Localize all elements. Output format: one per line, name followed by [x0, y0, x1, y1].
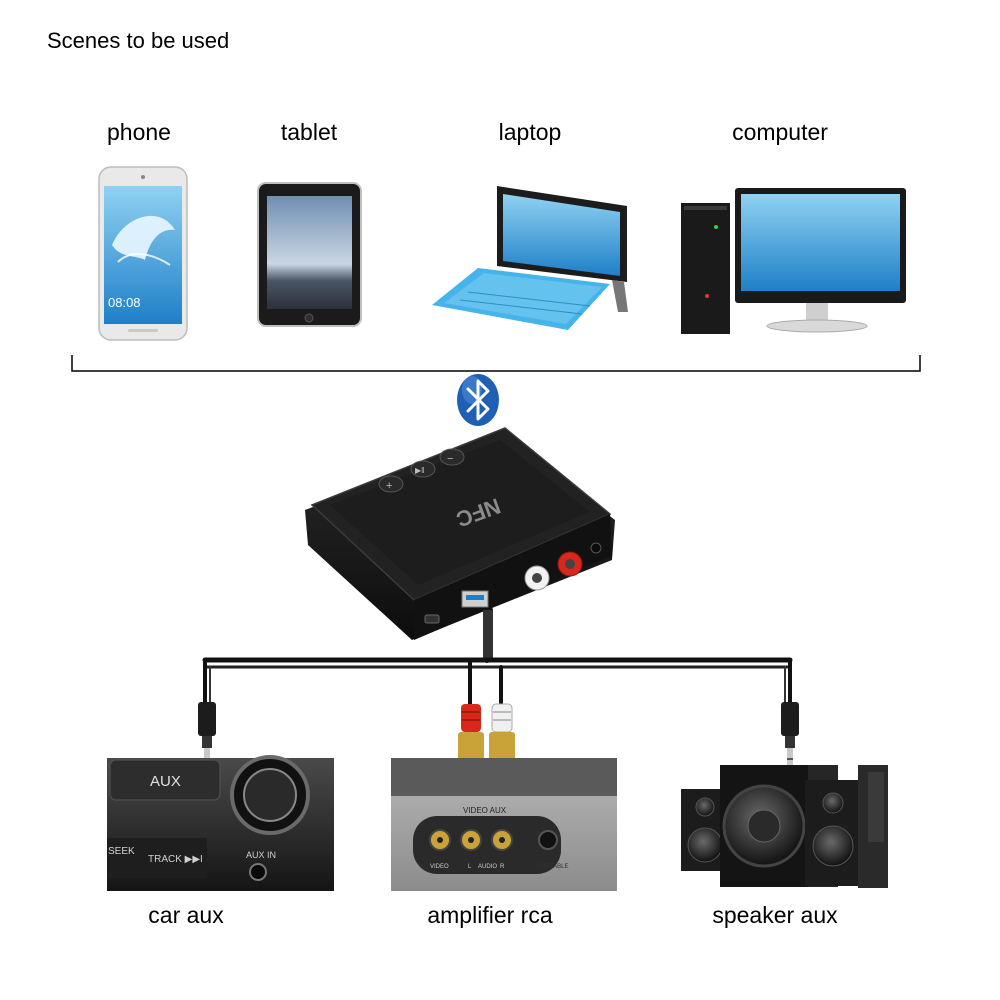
svg-text:AUDIO: AUDIO	[478, 864, 497, 870]
phone-clock: 08:08	[108, 295, 141, 310]
label-amplifier-rca: amplifier rca	[427, 902, 553, 928]
speaker-aux-image	[681, 765, 888, 888]
rca-red-port	[557, 551, 583, 577]
svg-text:−: −	[447, 453, 453, 465]
svg-text:+: +	[386, 480, 392, 492]
label-speaker-aux: speaker aux	[712, 902, 838, 928]
laptop-image	[432, 186, 628, 330]
tablet-image	[257, 182, 362, 327]
svg-text:▶‖: ▶‖	[415, 466, 424, 475]
car-seek-label: SEEK	[108, 846, 135, 857]
amplifier-rca-image: VIDEO AUX VIDEO L AUDIO R PORTABLE	[391, 758, 617, 891]
svg-text:R: R	[500, 864, 505, 870]
device-button-minus: −	[439, 448, 465, 466]
label-car-aux: car aux	[148, 902, 224, 928]
phone-image: 08:08	[98, 166, 188, 341]
svg-text:VIDEO: VIDEO	[430, 864, 449, 870]
rca-white-port	[524, 565, 550, 591]
aux-out-port	[590, 542, 602, 554]
aux-plug-right	[781, 702, 799, 774]
label-tablet: tablet	[280, 119, 338, 145]
bluetooth-icon	[457, 374, 499, 426]
car-aux-image: AUX SEEK TRACK ▶▶I AUX IN	[107, 755, 334, 891]
label-computer: computer	[732, 119, 828, 145]
bluetooth-receiver-device: + ▶‖ − NFC	[305, 427, 615, 640]
label-laptop: laptop	[498, 119, 562, 145]
car-track-label: TRACK ▶▶I	[148, 854, 203, 865]
device-button-plus: +	[378, 475, 404, 493]
label-phone: phone	[107, 119, 171, 145]
svg-text:L: L	[468, 864, 472, 870]
car-aux-button-label: AUX	[150, 773, 181, 790]
computer-image	[681, 188, 906, 334]
amp-video-aux-label: VIDEO AUX	[463, 806, 507, 815]
micro-usb-port	[424, 614, 440, 624]
page-heading: Scenes to be used	[47, 28, 230, 53]
device-button-play-pause: ▶‖	[410, 460, 436, 478]
car-aux-in-label: AUX IN	[246, 850, 276, 860]
source-bracket	[71, 355, 921, 372]
svg-text:PORTABLE: PORTABLE	[537, 864, 568, 870]
